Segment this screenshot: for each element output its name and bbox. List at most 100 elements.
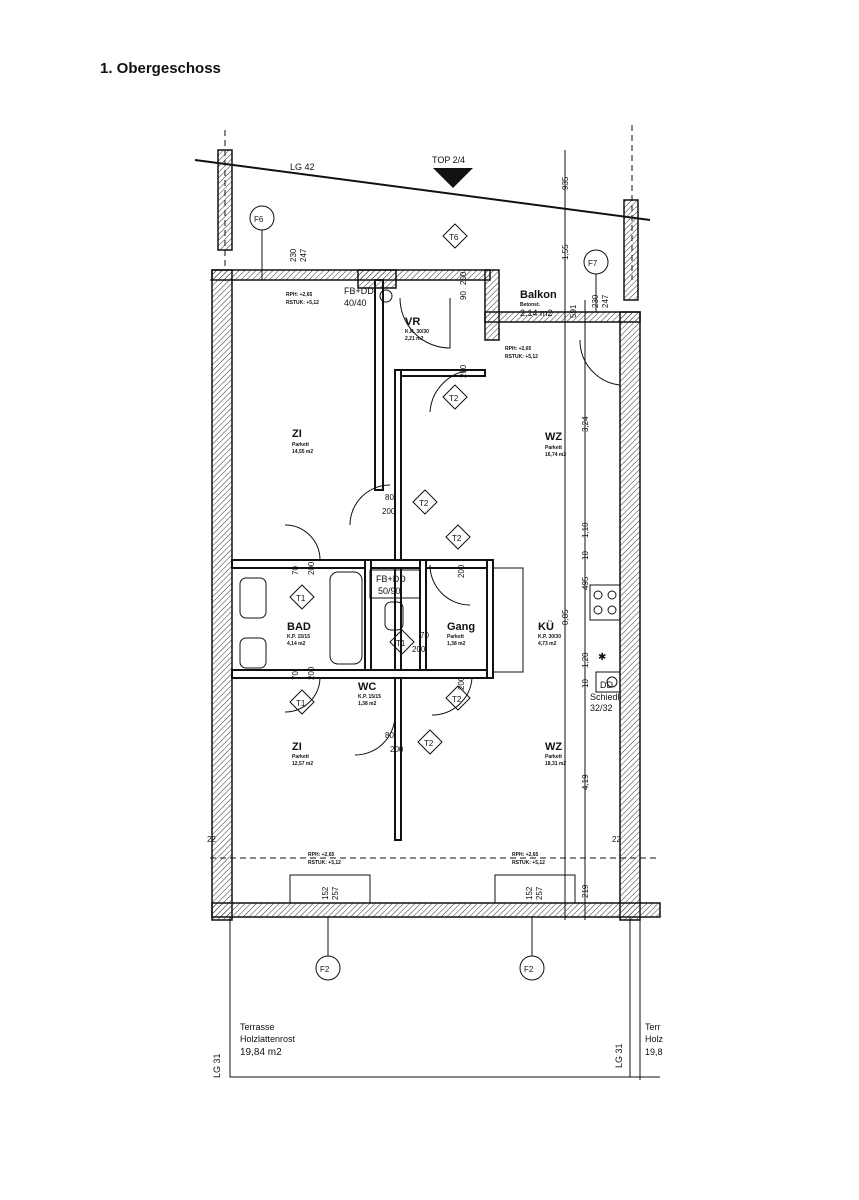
sink-bad-icon	[239, 577, 267, 619]
svg-text:Parkett: Parkett	[292, 754, 309, 760]
svg-text:19,8: 19,8	[645, 1047, 663, 1057]
tag-t2-b: T2	[412, 489, 438, 515]
toilet-wc-icon	[384, 601, 404, 631]
stove-icon	[589, 584, 621, 621]
tag-t1-c: T1	[289, 689, 315, 715]
svg-text:16,74 m2: 16,74 m2	[545, 452, 566, 458]
schied-circle-icon	[606, 676, 618, 688]
terrace-area	[229, 916, 631, 1078]
svg-text:T2: T2	[452, 695, 462, 704]
wall-bath-top	[231, 559, 488, 569]
door-zi-top	[349, 484, 391, 526]
svg-text:RPH: +2,65: RPH: +2,65	[505, 346, 531, 352]
svg-text:247: 247	[299, 248, 308, 262]
column-right	[623, 199, 639, 301]
tag-t2-c: T2	[445, 524, 471, 550]
room-gang: Gang	[447, 621, 475, 633]
door-vr-wz	[429, 369, 476, 413]
svg-text:Parkett: Parkett	[292, 442, 309, 448]
svg-text:K.P. 15/15: K.P. 15/15	[287, 634, 310, 640]
room-zi-top: ZI	[292, 428, 302, 440]
svg-text:DD: DD	[600, 680, 613, 690]
svg-text:T1: T1	[296, 699, 306, 708]
svg-text:200: 200	[457, 564, 466, 578]
svg-text:200: 200	[412, 645, 426, 654]
svg-text:70: 70	[420, 631, 429, 640]
svg-text:F7: F7	[588, 259, 598, 268]
wall-vr-right	[484, 269, 500, 341]
svg-text:Betonst.: Betonst.	[520, 302, 541, 308]
svg-text:200: 200	[307, 561, 316, 575]
svg-text:80: 80	[385, 731, 394, 740]
door-terrace-left	[289, 874, 371, 903]
wall-right	[619, 311, 641, 921]
door-terrace-right	[494, 874, 576, 903]
tag-t2-a: T2	[442, 384, 468, 410]
door-vr-entry	[399, 297, 451, 349]
svg-text:1,55: 1,55	[561, 244, 570, 260]
svg-text:T1: T1	[296, 594, 306, 603]
svg-text:1,38 m2: 1,38 m2	[358, 701, 377, 707]
page-title: 1. Obergeschoss	[100, 60, 221, 77]
svg-text:80: 80	[385, 493, 394, 502]
wall-central	[394, 369, 402, 841]
svg-text:RPH: +2,65: RPH: +2,65	[286, 292, 312, 298]
svg-text:RPH: +2,65: RPH: +2,65	[512, 852, 538, 858]
svg-text:18,31 m2: 18,31 m2	[545, 761, 566, 767]
wall-wc-gang	[419, 559, 427, 671]
svg-text:14,55 m2: 14,55 m2	[292, 449, 313, 455]
room-vr: VR	[405, 316, 420, 328]
column-left	[217, 149, 233, 251]
svg-text:495: 495	[581, 576, 590, 590]
bathtub-icon	[329, 571, 363, 665]
svg-text:257: 257	[535, 886, 544, 900]
svg-text:F6: F6	[254, 215, 264, 224]
svg-text:Holzlattenrost: Holzlattenrost	[240, 1034, 296, 1044]
svg-text:T6: T6	[449, 233, 459, 242]
wall-bottom	[211, 902, 661, 918]
svg-text:3,24: 3,24	[581, 416, 590, 432]
door-gang	[429, 564, 471, 606]
svg-text:K.P. 30/30: K.P. 30/30	[538, 634, 561, 640]
svg-text:LG 31: LG 31	[212, 1053, 222, 1078]
door-zi-bottom	[354, 714, 396, 756]
room-ku: KÜ	[538, 620, 554, 633]
vent-icon: ✱	[598, 652, 606, 663]
svg-text:T2: T2	[452, 534, 462, 543]
lot-line-top	[194, 159, 651, 221]
door-balkon	[579, 339, 621, 386]
svg-text:RSTUK: +5,12: RSTUK: +5,12	[512, 860, 545, 866]
svg-text:F2: F2	[320, 965, 330, 974]
shaft-top	[357, 269, 397, 289]
svg-text:RPH: +2,65: RPH: +2,65	[308, 852, 334, 858]
svg-text:32/32: 32/32	[590, 703, 613, 713]
svg-text:1,38 m2: 1,38 m2	[447, 641, 466, 647]
wall-balcony	[484, 311, 641, 323]
north-marker-icon	[433, 168, 473, 188]
unit-label: TOP 2/4	[432, 155, 465, 165]
svg-text:200: 200	[307, 666, 316, 680]
svg-text:200: 200	[459, 364, 468, 378]
svg-text:0,85: 0,85	[561, 609, 570, 625]
svg-text:Parkett: Parkett	[447, 634, 464, 640]
room-zi-bottom: ZI	[292, 741, 302, 753]
svg-text:90: 90	[459, 291, 468, 300]
svg-text:257: 257	[331, 886, 340, 900]
svg-text:935: 935	[561, 176, 570, 190]
kitchen-counter	[492, 567, 524, 673]
wall-vr-bottom	[394, 369, 486, 377]
room-wz-bottom: WZ	[545, 741, 562, 753]
svg-text:4,73 m2: 4,73 m2	[538, 641, 557, 647]
wall-bath-bottom	[231, 669, 488, 679]
svg-text:LG 31: LG 31	[614, 1043, 624, 1068]
svg-text:K.P. 15/15: K.P. 15/15	[358, 694, 381, 700]
room-bad: BAD	[287, 621, 311, 633]
svg-text:Parkett: Parkett	[545, 445, 562, 451]
door-bad-bottom	[284, 677, 321, 713]
svg-text:T2: T2	[419, 499, 429, 508]
svg-text:4,19: 4,19	[581, 774, 590, 790]
room-wc: WC	[358, 681, 376, 693]
svg-text:2,14 m2: 2,14 m2	[520, 308, 553, 318]
shaft-mid	[369, 569, 421, 599]
